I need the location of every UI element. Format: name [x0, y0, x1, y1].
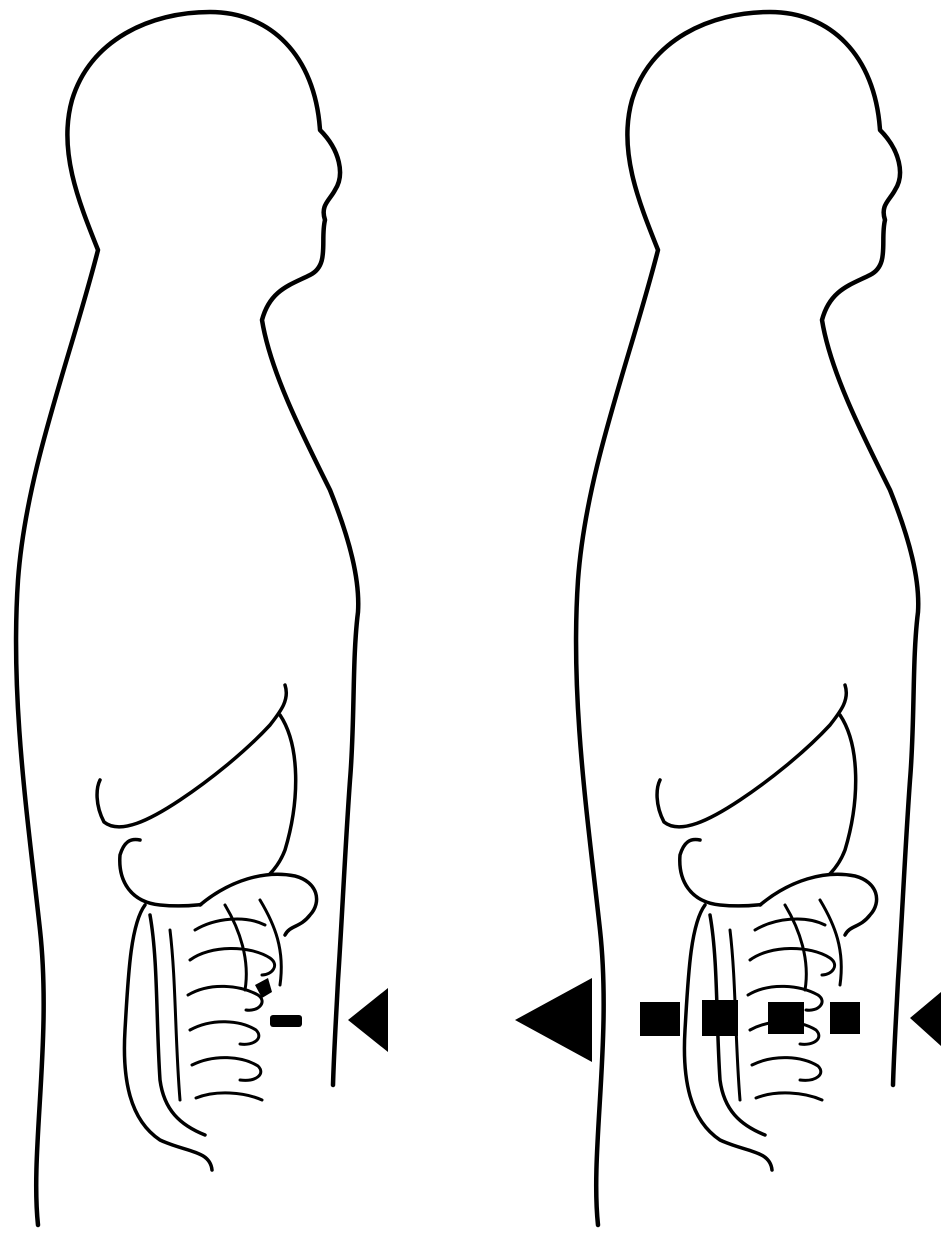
right-body-outline — [576, 12, 918, 1225]
left-organs — [97, 685, 317, 1170]
right-organs — [657, 685, 877, 1170]
right-figure — [576, 12, 918, 1225]
left-figure — [16, 12, 388, 1225]
left-entry-arrow — [348, 988, 388, 1052]
right-track-segment — [702, 1000, 738, 1036]
right-track-segment — [640, 1002, 680, 1036]
right-track-segment — [830, 1002, 860, 1034]
right-entry-arrow — [910, 992, 941, 1046]
left-wound-track — [270, 1015, 302, 1027]
left-body-outline — [16, 12, 358, 1225]
right-exit-arrow — [515, 978, 592, 1062]
right-track-segment — [768, 1002, 804, 1034]
